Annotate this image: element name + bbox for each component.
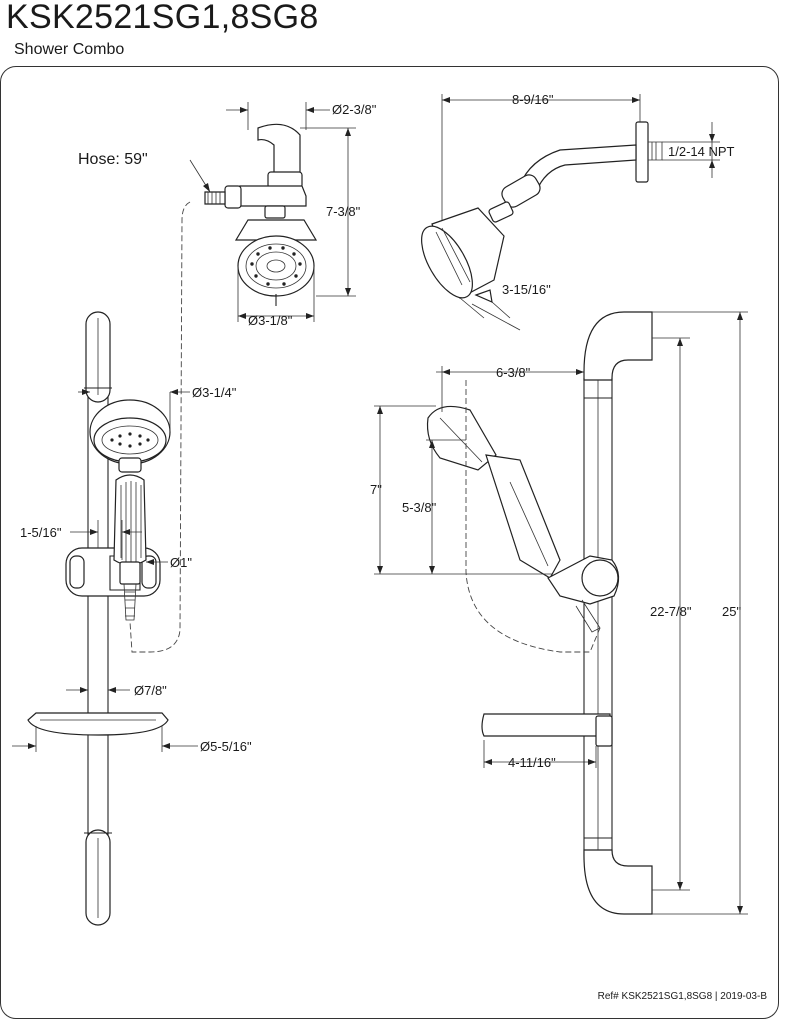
handshower-face-diameter-label: Ø3-1/4": [192, 385, 237, 400]
shower-head-side: [421, 207, 505, 303]
hand-shower-side: [426, 405, 620, 633]
handshower-height-label: 7": [370, 482, 382, 497]
hand-shower-front: [89, 399, 171, 621]
bar-offset-label: 1-5/16": [20, 525, 62, 540]
soap-dish-front: [27, 712, 169, 736]
dimension-lines: [12, 94, 748, 915]
shower-head-front: [234, 219, 318, 306]
soap-dish-side: [481, 713, 613, 747]
diverter-height-label: 7-3/8": [326, 204, 361, 219]
bar-diameter-label: Ø7/8": [134, 683, 167, 698]
slide-travel-label: 22-7/8": [650, 604, 692, 619]
slide-bar-side-view: [583, 311, 653, 915]
handshower-drop-label: 5-3/8": [402, 500, 437, 515]
bar-length-label: 25": [722, 604, 741, 619]
handle-diameter-label: Ø1": [170, 555, 192, 570]
arm-thread-label: 1/2-14 NPT: [668, 144, 735, 159]
handshower-reach-label: 6-3/8": [496, 365, 531, 380]
showerhead-face-diameter-label: Ø3-1/8": [248, 313, 293, 328]
reference-note: Ref# KSK2521SG1,8SG8 | 2019-03-B: [597, 991, 767, 1002]
hose-path-side: [465, 380, 601, 653]
shower-arm-side: [488, 121, 663, 223]
arm-length-label: 8-9/16": [512, 92, 554, 107]
diverter-assembly: [204, 123, 307, 219]
soap-dish-depth-label: 4-11/16": [508, 755, 556, 770]
slide-bar-front-view: [84, 311, 112, 926]
diverter-diameter-label: Ø2-3/8": [332, 102, 377, 117]
drawing-frame: [0, 66, 779, 1019]
hose-length-label: Hose: 59": [78, 151, 148, 168]
product-type-subtitle: Shower Combo: [14, 41, 125, 58]
showerhead-depth-label: 3-15/16": [502, 282, 551, 297]
product-model-title: KSK2521SG1,8SG8: [6, 0, 319, 36]
soap-dish-width-label: Ø5-5/16": [200, 739, 252, 754]
